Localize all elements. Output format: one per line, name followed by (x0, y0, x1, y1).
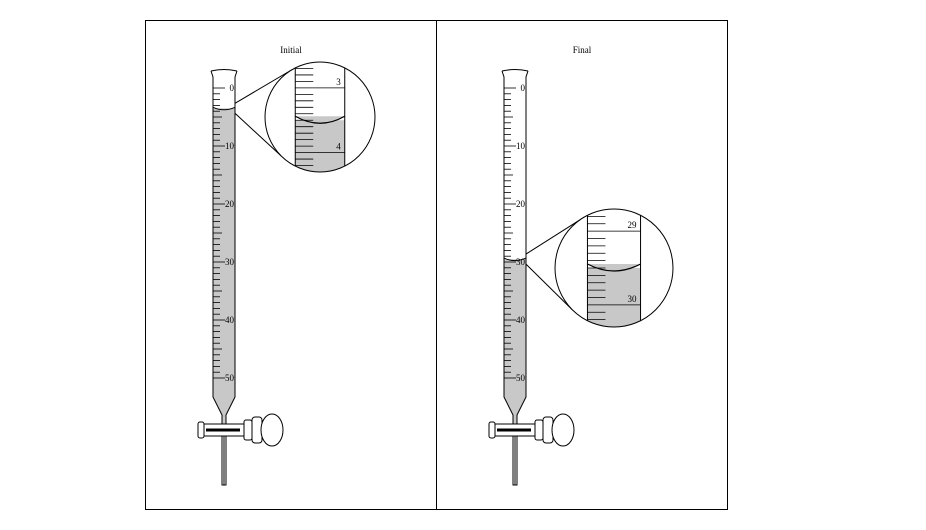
stopcock-cap (197, 421, 205, 439)
scale-label: 0 (230, 83, 235, 93)
scale-label: 50 (225, 373, 235, 383)
final-burette: 0 10 20 30 40 50 29 30 (488, 69, 674, 486)
stopcock-collar (534, 419, 544, 441)
tube-left-wall (501, 70, 514, 425)
scale-label: 30 (225, 257, 235, 267)
scale-label: 20 (225, 199, 235, 209)
scale-label: 0 (521, 83, 526, 93)
initial-burette: 0 10 20 30 40 50 3 4 (197, 61, 376, 486)
scale-label: 10 (516, 141, 526, 151)
liquid-taper (504, 397, 526, 415)
stopcock-collar (243, 419, 253, 441)
liquid-taper (213, 397, 235, 415)
magnifier-upper-label: 3 (336, 77, 341, 87)
tube-right-wall (516, 70, 529, 425)
final-panel-frame (436, 20, 728, 510)
magnifier-lens-outline (554, 208, 674, 328)
tube-right-wall (225, 70, 238, 425)
magnified-meniscus (587, 263, 641, 272)
stopcock-handle (551, 413, 575, 447)
scale-label: 10 (225, 141, 235, 151)
magnifier-upper-label: 29 (628, 220, 638, 230)
magnifier-connector (525, 216, 585, 255)
tube-rim (210, 69, 238, 72)
liquid-neck (513, 415, 517, 425)
tube-rim (501, 69, 529, 72)
stopcock-handle (260, 413, 284, 447)
magnifier-connector (234, 68, 293, 104)
final-panel-title: Final (573, 45, 592, 55)
meniscus-line (503, 257, 527, 262)
scale-label: 40 (516, 315, 526, 325)
initial-panel-title: Initial (280, 45, 302, 55)
liquid-neck (222, 415, 226, 425)
liquid-column (504, 259, 526, 397)
magnifier-view (265, 62, 375, 172)
scale-label: 30 (516, 257, 526, 267)
magnifier-view (555, 209, 673, 327)
scale-label: 50 (516, 373, 526, 383)
scale-label: 20 (516, 199, 526, 209)
magnifier-connector (234, 112, 282, 157)
magnified-meniscus (294, 115, 346, 124)
scale-label: 40 (225, 315, 235, 325)
stopcock-cap (488, 421, 496, 439)
magnifier-lens-outline (264, 61, 376, 173)
magnifier-connector (525, 263, 573, 311)
tube-left-wall (210, 70, 223, 425)
meniscus-line (212, 106, 236, 111)
magnifier-lower-label: 4 (336, 142, 341, 152)
magnifier-lower-label: 30 (628, 294, 638, 304)
